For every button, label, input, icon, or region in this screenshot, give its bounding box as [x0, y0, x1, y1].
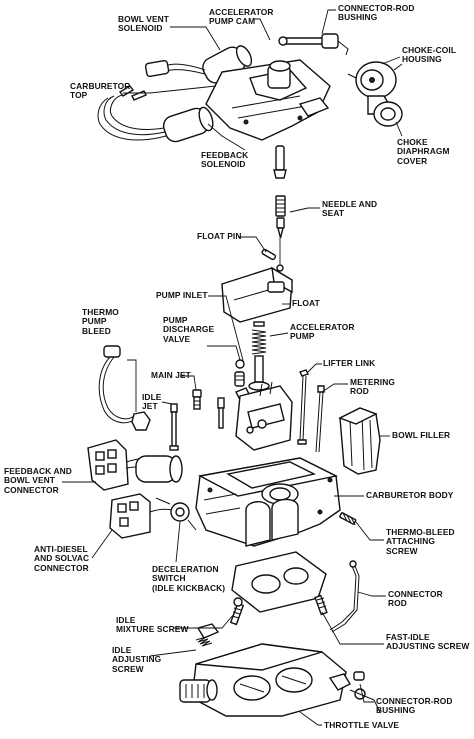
- label-connector-rod-bushing-top: CONNECTOR-ROD BUSHING: [338, 3, 415, 23]
- label-connector-rod-bushing-bottom: CONNECTOR-ROD BUSHING: [376, 696, 453, 716]
- pump-discharge-valve: [234, 359, 245, 387]
- accelerator-pump: [248, 321, 270, 391]
- label-feedback-bowl-vent-connector: FEEDBACK AND BOWL VENT CONNECTOR: [4, 466, 72, 495]
- label-needle-and-seat: NEEDLE AND SEAT: [322, 199, 378, 219]
- label-thermo-pump-bleed: THERMO PUMP BLEED: [82, 307, 119, 336]
- label-pump-inlet: PUMP INLET: [156, 290, 208, 300]
- label-accelerator-pump-cam: ACCELERATOR PUMP CAM: [209, 7, 274, 27]
- label-metering-rod: METERING ROD: [350, 377, 396, 397]
- label-idle-adjusting-screw: IDLE ADJUSTING SCREW: [112, 645, 162, 674]
- connector-rod: [329, 560, 360, 633]
- lifter-link: [297, 369, 309, 445]
- idle-mixture-screw: [229, 597, 245, 626]
- label-bowl-filler: BOWL FILLER: [392, 430, 451, 440]
- feedback-bowl-vent-connector: [87, 439, 163, 491]
- label-feedback-solenoid: FEEDBACK SOLENOID: [201, 150, 249, 170]
- label-carburetor-body: CARBURETOR BODY: [366, 490, 454, 500]
- pump-well-casting: [235, 381, 293, 451]
- main-jet: [192, 389, 202, 410]
- float: [221, 266, 293, 323]
- label-float: FLOAT: [292, 298, 320, 308]
- float-pin: [261, 248, 277, 261]
- bowl-filler: [338, 407, 381, 475]
- label-throttle-valve: THROTTLE VALVE: [324, 720, 400, 730]
- throttle-body-gasket: [231, 551, 327, 613]
- label-idle-mixture-screw: IDLE MIXTURE SCREW: [116, 615, 189, 635]
- label-thermo-bleed-attaching-screw: THERMO-BLEED ATTACHING SCREW: [386, 527, 455, 556]
- label-pump-discharge-valve: PUMP DISCHARGE VALVE: [163, 315, 215, 344]
- bowl-vent-solenoid: [144, 45, 253, 84]
- needle-and-seat: [273, 145, 287, 272]
- carburetor-body: [195, 457, 341, 547]
- thermo-pump-bleed: [98, 345, 151, 431]
- deceleration-switch: [155, 497, 197, 531]
- idle-adjusting-screw: [195, 623, 220, 647]
- label-choke-diaphragm-cover: CHOKE DIAPHRAGM COVER: [397, 137, 450, 166]
- choke-assembly: [347, 61, 403, 127]
- throttle-base: [179, 643, 381, 717]
- metering-rod: [315, 385, 325, 453]
- label-fast-idle-adjusting-screw: FAST-IDLE ADJUSTING SCREW: [386, 632, 470, 652]
- connector-rod-bushing-top: [278, 33, 349, 56]
- label-bowl-vent-solenoid: BOWL VENT SOLENOID: [118, 14, 169, 34]
- label-float-pin: FLOAT PIN: [197, 231, 242, 241]
- label-deceleration-switch: DECELERATION SWITCH (IDLE KICKBACK): [152, 564, 226, 593]
- fast-idle-adjusting-screw: [314, 594, 328, 616]
- label-choke-coil-housing: CHOKE-COIL HOUSING: [402, 45, 457, 65]
- label-accelerator-pump: ACCELERATOR PUMP: [290, 322, 355, 342]
- label-connector-rod: CONNECTOR ROD: [388, 589, 443, 609]
- label-carburetor-top: CARBURETOR TOP: [70, 81, 131, 101]
- idle-jet: [169, 403, 179, 451]
- connector-rod-bushing-bottom: [353, 671, 365, 681]
- anti-diesel-solvac-connector: [109, 493, 181, 539]
- feedback-solenoid: [97, 85, 214, 143]
- label-lifter-link: LIFTER LINK: [323, 358, 376, 368]
- carburetor-top: [205, 59, 331, 141]
- thermo-bleed-attaching-screw: [339, 512, 357, 526]
- leader-lines: [62, 9, 403, 726]
- idle-kickback-solenoid: [135, 455, 183, 483]
- label-main-jet: MAIN JET: [151, 370, 191, 380]
- label-anti-diesel-solvac-connector: ANTI-DIESEL AND SOLVAC CONNECTOR: [34, 544, 90, 573]
- label-idle-jet: IDLE JET: [142, 392, 162, 412]
